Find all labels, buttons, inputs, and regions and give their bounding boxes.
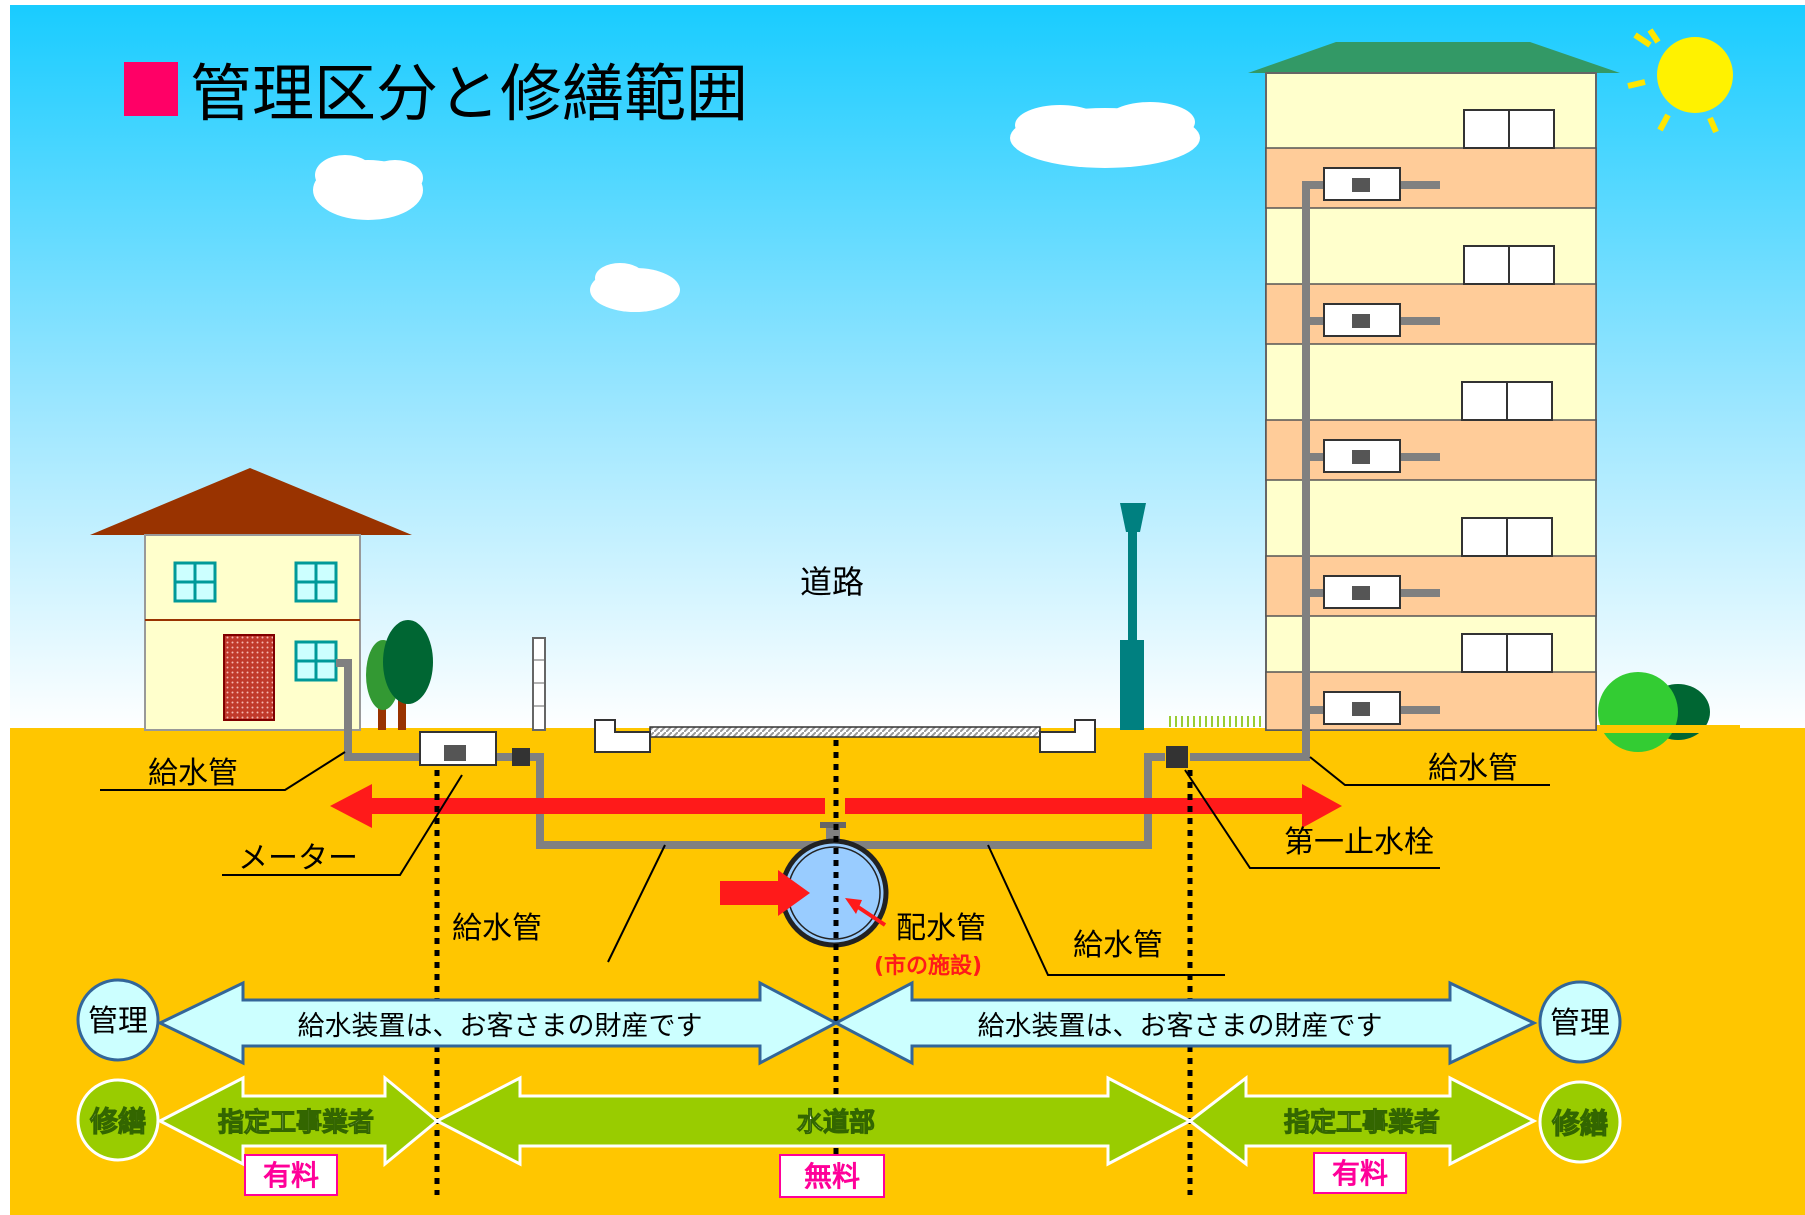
repair-right-contractor: 指定工事業者 (1284, 1107, 1440, 1138)
supply-pipe-house-label: 給水管 (148, 756, 238, 791)
valve-icon (512, 748, 530, 766)
fee-center-label: 無料 (804, 1160, 860, 1193)
city-facility-label: (市の施設) (874, 953, 982, 979)
meter-icon (1323, 167, 1401, 725)
pointer-arrow (853, 903, 887, 927)
repair-right-arrow (1187, 1074, 1538, 1168)
grass (1169, 716, 1261, 727)
fee-left-label: 有料 (263, 1159, 319, 1192)
supply-pipe-building-label: 給水管 (1428, 751, 1518, 786)
fee-badge-right: 有料 (1313, 1152, 1407, 1194)
title-marker (124, 62, 178, 116)
flow-arrow-icon (720, 870, 810, 916)
bush-icon (1580, 672, 1740, 752)
tree-icon (366, 620, 433, 730)
house (90, 468, 412, 731)
cloud-icon (313, 155, 423, 220)
meter-label: メーター (238, 841, 358, 876)
supply-pipe-under-left-label: 給水管 (452, 911, 542, 946)
management-left-text: 給水装置は、お客さまの財産です (298, 1011, 703, 1042)
window-icon (1461, 109, 1555, 673)
distribution-pipe-label: 配水管 (896, 911, 986, 946)
sun-icon (1627, 28, 1733, 134)
fee-badge-left: 有料 (244, 1154, 338, 1196)
door-icon (223, 634, 275, 721)
repair-badge-left: 修繕 (76, 1078, 160, 1162)
supply-pipe-under-right-label: 給水管 (1073, 928, 1163, 963)
repair-badge-right: 修繕 (1538, 1080, 1622, 1164)
fence-post (532, 637, 546, 731)
repair-badge-right-label: 修繕 (1551, 1107, 1608, 1140)
boundary-line (434, 740, 1193, 1195)
stop-valve-icon (1166, 746, 1188, 768)
fee-right-label: 有料 (1332, 1157, 1388, 1190)
street-lamp (1120, 503, 1146, 730)
window-icon (173, 561, 217, 603)
repair-left-contractor: 指定工事業者 (218, 1107, 374, 1138)
cloud-icon (590, 263, 680, 312)
management-badge-right-label: 管理 (1550, 1006, 1610, 1041)
management-badge-left: 管理 (76, 978, 160, 1062)
page-title: 管理区分と修繕範囲 (190, 57, 748, 130)
repair-center-dept: 水道部 (797, 1107, 875, 1138)
road-surface (594, 719, 1096, 753)
left-red-arrow (330, 784, 825, 828)
first-stop-valve-label: 第一止水栓 (1284, 825, 1434, 860)
callout-lines (100, 751, 1550, 976)
fee-badge-center: 無料 (779, 1154, 885, 1198)
management-badge-right: 管理 (1538, 980, 1622, 1064)
road-label: 道路 (800, 563, 864, 601)
repair-badge-left-label: 修繕 (89, 1105, 146, 1138)
meter-body (444, 745, 466, 761)
apartment-building (1248, 42, 1620, 760)
management-right-arrow (832, 980, 1538, 1066)
management-right-text: 給水装置は、お客さまの財産です (978, 1011, 1383, 1042)
window-icon (294, 561, 338, 603)
window-icon (294, 640, 338, 682)
management-badge-left-label: 管理 (88, 1004, 148, 1039)
cloud-icon (1010, 102, 1200, 168)
